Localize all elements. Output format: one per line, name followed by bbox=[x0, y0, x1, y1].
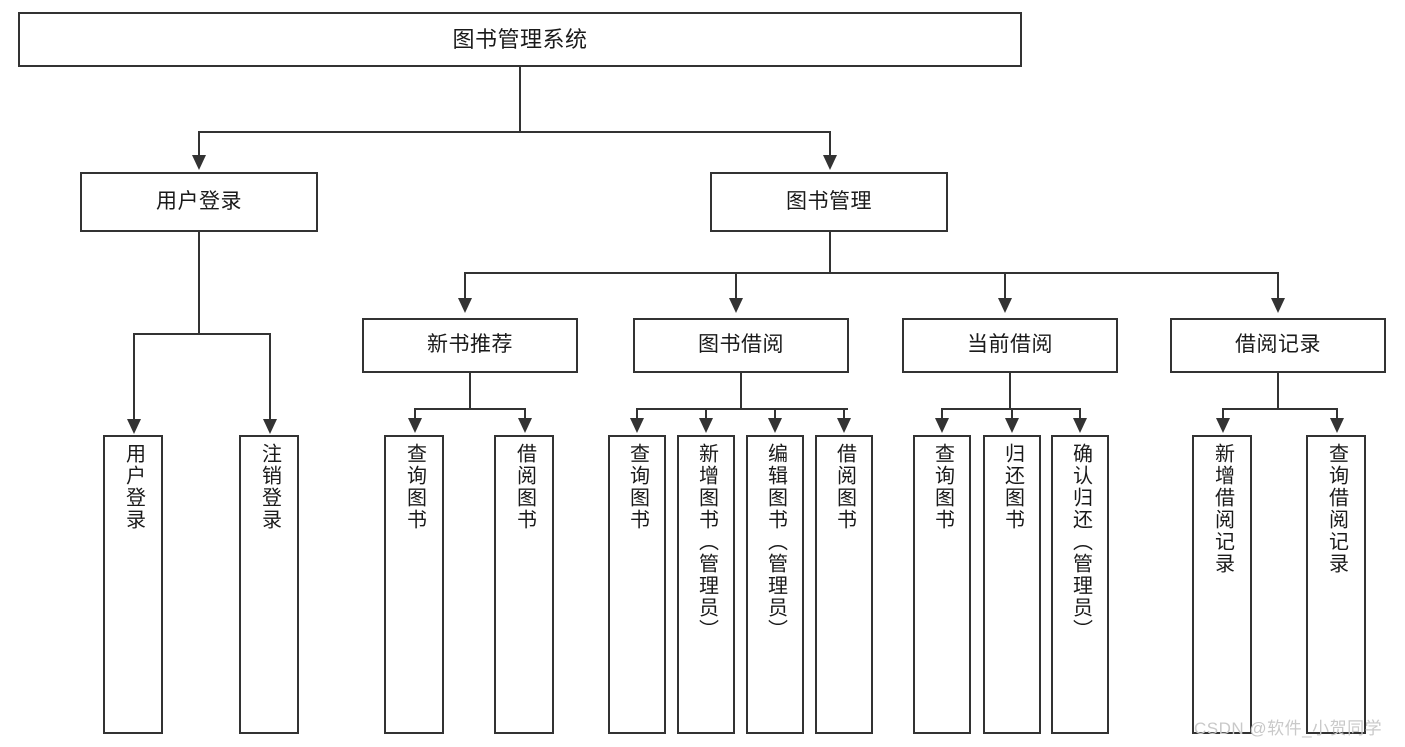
connector-user-login-bus bbox=[133, 333, 271, 335]
arrowhead-borrow-records bbox=[1271, 298, 1285, 313]
node-borrow-records[interactable]: 借阅记录 bbox=[1170, 318, 1386, 373]
connector-drop-leaf-user-login bbox=[133, 333, 135, 421]
node-book-borrow[interactable]: 图书借阅 bbox=[633, 318, 849, 373]
arrowhead-book-mgmt bbox=[823, 155, 837, 170]
arrowhead-cb-3 bbox=[1073, 418, 1087, 433]
connector-user-login-stem bbox=[198, 232, 200, 333]
arrowhead-bb-1 bbox=[630, 418, 644, 433]
node-label: 查询图书 bbox=[403, 443, 426, 531]
connector-drop-bb-4 bbox=[843, 408, 845, 420]
arrowhead-bb-3 bbox=[768, 418, 782, 433]
connector-drop-current-borrow bbox=[1004, 272, 1006, 300]
connector-drop-bb-3 bbox=[774, 408, 776, 420]
arrowhead-bb-4 bbox=[837, 418, 851, 433]
arrowhead-leaf-logout bbox=[263, 419, 277, 434]
leaf-current-query-book[interactable]: 查询图书 bbox=[913, 435, 971, 734]
connector-book-borrow-stem bbox=[740, 373, 742, 408]
node-label: 新增借阅记录 bbox=[1211, 443, 1234, 575]
node-new-book-recommend[interactable]: 新书推荐 bbox=[362, 318, 578, 373]
connector-drop-bb-2 bbox=[705, 408, 707, 420]
leaf-new-book-borrow[interactable]: 借阅图书 bbox=[494, 435, 554, 734]
node-label: 图书管理系统 bbox=[452, 26, 588, 52]
connector-drop-book-mgmt bbox=[829, 131, 831, 157]
arrowhead-cb-2 bbox=[1005, 418, 1019, 433]
connector-drop-nb-1 bbox=[414, 408, 416, 420]
node-label: 新书推荐 bbox=[427, 333, 513, 357]
node-label: 查询图书 bbox=[931, 443, 954, 531]
node-label: 借阅记录 bbox=[1235, 333, 1321, 357]
node-current-borrow[interactable]: 当前借阅 bbox=[902, 318, 1118, 373]
connector-book-mgmt-bus bbox=[464, 272, 1277, 274]
arrowhead-br-1 bbox=[1216, 418, 1230, 433]
node-book-management[interactable]: 图书管理 bbox=[710, 172, 948, 232]
node-label: 用户登录 bbox=[122, 443, 145, 531]
node-root-system[interactable]: 图书管理系统 bbox=[18, 12, 1022, 67]
connector-root-bus bbox=[198, 131, 831, 133]
arrowhead-cb-1 bbox=[935, 418, 949, 433]
connector-drop-cb-3 bbox=[1079, 408, 1081, 420]
connector-borrow-records-bus bbox=[1222, 408, 1336, 410]
node-label: 注销登录 bbox=[258, 443, 281, 531]
connector-borrow-records-stem bbox=[1277, 373, 1279, 408]
node-label: 确认归还（管理员） bbox=[1069, 443, 1092, 641]
connector-drop-leaf-logout bbox=[269, 333, 271, 421]
node-label: 图书管理 bbox=[786, 189, 872, 213]
leaf-new-book-query[interactable]: 查询图书 bbox=[384, 435, 444, 734]
arrowhead-new-book bbox=[458, 298, 472, 313]
csdn-watermark: CSDN @软件_小贺同学 bbox=[1194, 719, 1383, 738]
leaf-borrow-query-book[interactable]: 查询图书 bbox=[608, 435, 666, 734]
connector-drop-bb-1 bbox=[636, 408, 638, 420]
connector-book-borrow-bus bbox=[636, 408, 848, 410]
leaf-records-add[interactable]: 新增借阅记录 bbox=[1192, 435, 1252, 734]
node-label: 编辑图书（管理员） bbox=[764, 443, 787, 641]
connector-current-borrow-stem bbox=[1009, 373, 1011, 408]
node-label: 图书借阅 bbox=[698, 333, 784, 357]
connector-drop-new-book bbox=[464, 272, 466, 300]
connector-drop-nb-2 bbox=[524, 408, 526, 420]
connector-drop-book-borrow bbox=[735, 272, 737, 300]
leaf-current-confirm-return-admin[interactable]: 确认归还（管理员） bbox=[1051, 435, 1109, 734]
connector-drop-br-2 bbox=[1336, 408, 1338, 420]
arrowhead-leaf-user-login bbox=[127, 419, 141, 434]
connector-new-book-bus bbox=[414, 408, 526, 410]
node-label: 借阅图书 bbox=[833, 443, 856, 531]
node-label: 查询借阅记录 bbox=[1325, 443, 1348, 575]
node-label: 新增图书（管理员） bbox=[695, 443, 718, 641]
node-user-login[interactable]: 用户登录 bbox=[80, 172, 318, 232]
arrowhead-nb-2 bbox=[518, 418, 532, 433]
arrowhead-br-2 bbox=[1330, 418, 1344, 433]
arrowhead-nb-1 bbox=[408, 418, 422, 433]
connector-drop-cb-2 bbox=[1011, 408, 1013, 420]
connector-root-stem bbox=[519, 67, 521, 131]
leaf-current-return-book[interactable]: 归还图书 bbox=[983, 435, 1041, 734]
node-label: 归还图书 bbox=[1001, 443, 1024, 531]
leaf-records-query[interactable]: 查询借阅记录 bbox=[1306, 435, 1366, 734]
leaf-user-login[interactable]: 用户登录 bbox=[103, 435, 163, 734]
node-label: 当前借阅 bbox=[967, 333, 1053, 357]
node-label: 查询图书 bbox=[626, 443, 649, 531]
arrowhead-book-borrow bbox=[729, 298, 743, 313]
connector-drop-borrow-records bbox=[1277, 272, 1279, 300]
connector-book-mgmt-stem bbox=[829, 232, 831, 272]
arrowhead-user-login bbox=[192, 155, 206, 170]
leaf-logout[interactable]: 注销登录 bbox=[239, 435, 299, 734]
leaf-borrow-add-book-admin[interactable]: 新增图书（管理员） bbox=[677, 435, 735, 734]
connector-drop-cb-1 bbox=[941, 408, 943, 420]
leaf-borrow-borrow-book[interactable]: 借阅图书 bbox=[815, 435, 873, 734]
node-label: 用户登录 bbox=[156, 189, 242, 213]
connector-drop-br-1 bbox=[1222, 408, 1224, 420]
connector-new-book-stem bbox=[469, 373, 471, 408]
leaf-borrow-edit-book-admin[interactable]: 编辑图书（管理员） bbox=[746, 435, 804, 734]
arrowhead-current-borrow bbox=[998, 298, 1012, 313]
node-label: 借阅图书 bbox=[513, 443, 536, 531]
arrowhead-bb-2 bbox=[699, 418, 713, 433]
connector-drop-user-login bbox=[198, 131, 200, 157]
